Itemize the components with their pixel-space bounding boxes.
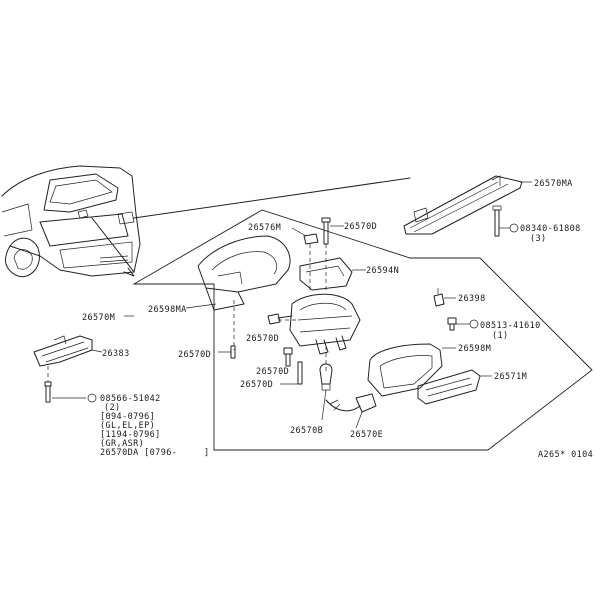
- label-26570D-b: 26570D: [178, 350, 211, 360]
- pointer-line-to-assembly: [91, 217, 135, 273]
- bracket-26383: [33, 335, 93, 367]
- note-line-3: [1194-0796]: [100, 430, 161, 440]
- label-26570E: 26570E: [350, 430, 383, 440]
- screw-08513: [447, 317, 457, 331]
- reflector-26571M: [417, 369, 481, 405]
- screw-08566: [44, 381, 52, 403]
- screw-26570D-bottom: [297, 361, 303, 385]
- wire-harness-26570E: [325, 393, 377, 413]
- reference-code: A265* 0104: [538, 450, 593, 460]
- label-26570D-c: 26570D: [256, 367, 289, 377]
- label-08513-qty: (1): [492, 331, 509, 341]
- screw-26570D-top: [321, 217, 331, 245]
- label-26598M: 26598M: [458, 344, 491, 354]
- label-26570D-d: 26570D: [240, 380, 273, 390]
- label-26383: 26383: [102, 349, 130, 359]
- label-26570M: 26570M: [82, 313, 115, 323]
- note-line-2: (GL,EL,EP): [100, 421, 155, 431]
- screw-26570D-lower: [283, 347, 293, 367]
- arrowhead-icon: [123, 267, 135, 277]
- screw-26570D-mid: [267, 313, 293, 325]
- pointer-line-to-26570MA: [133, 177, 411, 219]
- clip-26576M: [303, 233, 319, 245]
- lamp-socket-assembly: [289, 293, 361, 355]
- note-line-4: (GR,ASR): [100, 439, 144, 449]
- label-26570D-a: 26570D: [246, 334, 279, 344]
- s-symbol-icon: [509, 223, 519, 233]
- note-line-6: ]: [204, 448, 210, 458]
- note-line-1: [094-0796]: [100, 412, 155, 422]
- bracket-26594N: [299, 257, 353, 291]
- s-symbol-icon-2: [469, 319, 479, 329]
- label-08340: 08340-61808: [520, 224, 581, 234]
- screw-26570D-left: [230, 345, 236, 359]
- lens-housing-26598MA: [197, 235, 291, 311]
- label-26576M: 26576M: [248, 223, 281, 233]
- label-26594N: 26594N: [366, 266, 399, 276]
- label-26571M: 26571M: [494, 372, 527, 382]
- note-line-5: 26570DA [0796-: [100, 448, 177, 458]
- label-26570MA: 26570MA: [534, 179, 573, 189]
- label-26398: 26398: [458, 294, 486, 304]
- assembly-frame: [132, 209, 593, 451]
- label-26598MA: 26598MA: [148, 305, 187, 315]
- screw-08340: [492, 205, 502, 237]
- label-08513: 08513-41610: [480, 321, 541, 331]
- label-26570B: 26570B: [290, 426, 323, 436]
- s-symbol-icon-3: [87, 393, 97, 403]
- car-rear-illustration: [1, 165, 141, 278]
- label-26570D-top: 26570D: [344, 222, 377, 232]
- clip-26398: [433, 288, 445, 307]
- label-08566: 08566-51042: [100, 394, 161, 404]
- label-08566-qty: (2): [104, 403, 121, 413]
- bulb-26570B: [319, 363, 333, 391]
- label-08340-qty: (3): [530, 234, 547, 244]
- lens-26598M: [367, 343, 443, 397]
- high-mount-lamp-bar: [403, 175, 523, 235]
